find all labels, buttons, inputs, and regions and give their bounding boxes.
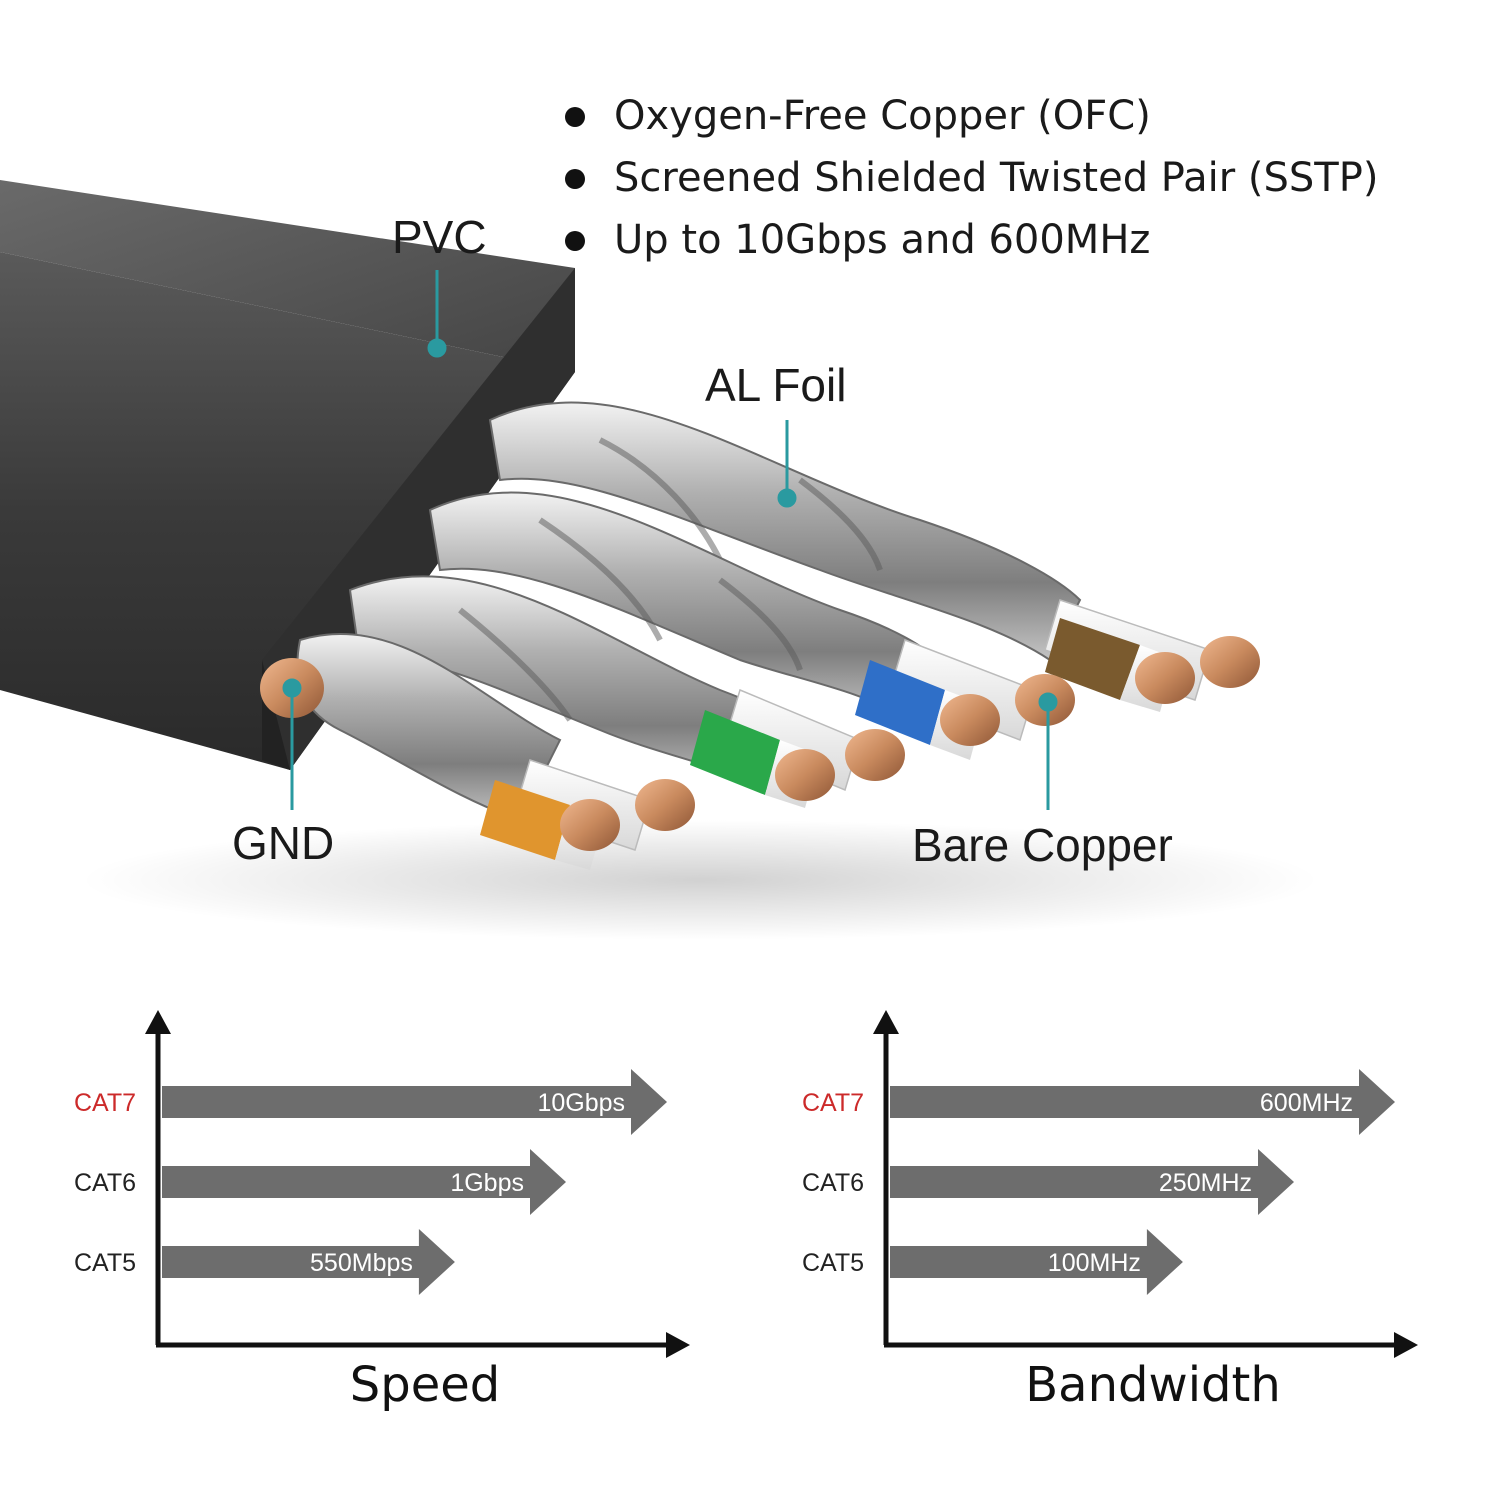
feature-text: Up to 10Gbps and 600MHz xyxy=(614,217,1151,263)
category-label-cat5: CAT5 xyxy=(74,1249,136,1277)
bar-arrow-cat7 xyxy=(890,1069,1395,1135)
speed-chart: 10Gbps CAT7 1Gbps CAT6 550Mbps CAT5 xyxy=(74,1010,690,1358)
bullet-icon xyxy=(565,169,585,189)
bar-value-label: 100MHz xyxy=(1048,1249,1141,1277)
gnd-label: GND xyxy=(232,817,335,869)
bar-value-label: 10Gbps xyxy=(537,1089,625,1117)
bar-value-label: 550Mbps xyxy=(310,1249,413,1277)
category-label-cat5: CAT5 xyxy=(802,1249,864,1277)
category-label-cat7: CAT7 xyxy=(802,1089,864,1117)
bar-value-label: 1Gbps xyxy=(450,1169,524,1197)
al-foil-label: AL Foil xyxy=(705,359,847,411)
bar-arrow-cat7 xyxy=(162,1069,667,1135)
bare-copper-label: Bare Copper xyxy=(912,819,1173,871)
pvc-label: PVC xyxy=(392,211,487,263)
foil-pair-1 xyxy=(296,633,562,822)
category-label-cat7: CAT7 xyxy=(74,1089,136,1117)
feature-text: Screened Shielded Twisted Pair (SSTP) xyxy=(614,155,1379,201)
bullet-icon xyxy=(565,231,585,251)
cable-illustration xyxy=(0,180,1320,940)
pvc-jacket xyxy=(0,180,575,770)
leader-lines xyxy=(282,270,1058,810)
floor-shadow xyxy=(80,820,1320,940)
feature-item: Screened Shielded Twisted Pair (SSTP) xyxy=(560,147,1378,209)
foil-pair-4 xyxy=(488,401,1082,662)
bar-value-label: 600MHz xyxy=(1260,1089,1353,1117)
x-axis-arrowhead xyxy=(666,1332,690,1358)
speed-chart-title: Speed xyxy=(349,1357,501,1413)
bar-arrow-cat5 xyxy=(162,1229,455,1295)
feature-list: Oxygen-Free Copper (OFC) Screened Shield… xyxy=(560,85,1378,271)
category-label-cat6: CAT6 xyxy=(74,1169,136,1197)
bullet-icon xyxy=(565,107,585,127)
y-axis-arrowhead xyxy=(873,1010,899,1034)
bar-arrow-cat5 xyxy=(890,1229,1183,1295)
bar-arrow-cat6 xyxy=(890,1149,1294,1215)
bar-value-label: 250MHz xyxy=(1159,1169,1252,1197)
feature-item: Up to 10Gbps and 600MHz xyxy=(560,209,1378,271)
bandwidth-chart: 600MHz CAT7 250MHz CAT6 100MHz CAT5 xyxy=(802,1010,1418,1358)
bar-arrow-cat6 xyxy=(162,1149,566,1215)
feature-text: Oxygen-Free Copper (OFC) xyxy=(614,93,1151,139)
bandwidth-chart-title: Bandwidth xyxy=(1025,1357,1281,1413)
x-axis-arrowhead xyxy=(1394,1332,1418,1358)
copper-ends xyxy=(260,636,1260,851)
y-axis-arrowhead xyxy=(145,1010,171,1034)
category-label-cat6: CAT6 xyxy=(802,1169,864,1197)
feature-item: Oxygen-Free Copper (OFC) xyxy=(560,85,1378,147)
